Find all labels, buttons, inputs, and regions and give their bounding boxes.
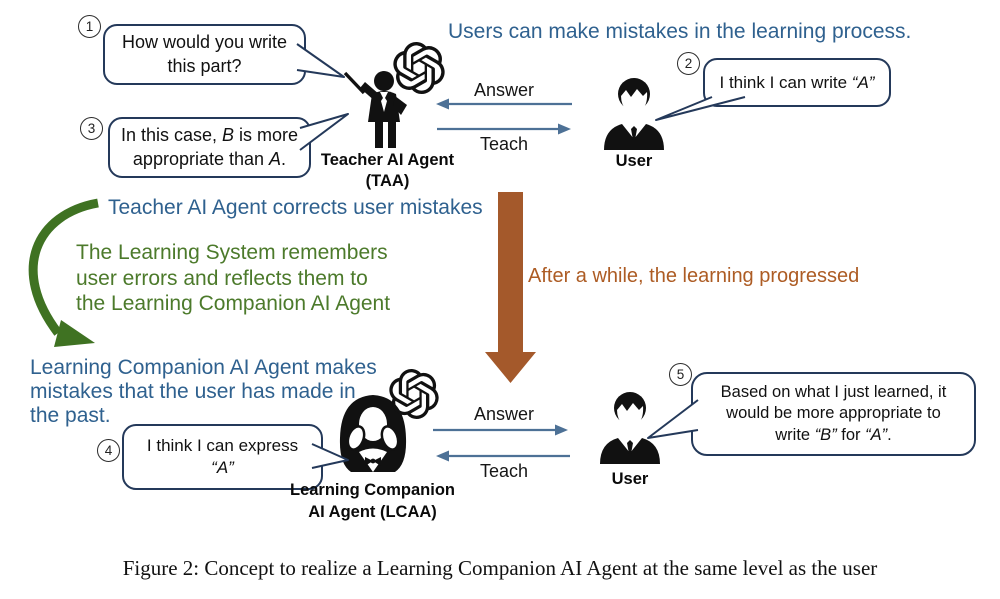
bubble-text: write — [775, 425, 815, 444]
step-badge-1: 1 — [78, 15, 101, 38]
note-line: user errors and reflects them to — [76, 266, 368, 290]
teach-arrowhead-top — [558, 123, 571, 135]
user-tie — [631, 126, 637, 140]
teach-label-top: Teach — [479, 134, 529, 154]
openai-logo-icon — [389, 369, 439, 419]
bubble-var-A: A — [269, 148, 282, 169]
teacher-head — [374, 71, 394, 91]
user-name-bottom: User — [611, 470, 649, 488]
bubble-text: In this case, — [120, 125, 223, 146]
bubble-line: How would you write — [121, 32, 288, 53]
bubble-text: is more — [234, 125, 299, 146]
user-icon-top — [604, 78, 664, 150]
bubble-line: Based on what I just learned, it — [720, 383, 947, 402]
note-learning-progressed: After a while, the learning progressed — [528, 265, 860, 287]
bubble-quoted-A: “A” — [851, 72, 875, 92]
bubble-line: this part? — [167, 55, 242, 76]
teacher-collar — [380, 92, 388, 100]
user-shoulders — [604, 124, 664, 150]
companion-face — [359, 407, 387, 441]
bubble-text: I think I can write — [719, 72, 852, 92]
note-taa-corrects: Teacher AI Agent corrects user mistakes — [108, 196, 483, 219]
teacher-leg — [375, 122, 383, 148]
bubble-var-B: B — [222, 125, 235, 146]
step-badge-3: 3 — [80, 117, 103, 140]
user-shoulders — [600, 438, 660, 464]
note-line: Learning Companion AI Agent makes — [30, 356, 377, 379]
teacher-agent-icon — [343, 71, 407, 148]
figure-caption: Figure 2: Concept to realize a Learning … — [122, 556, 878, 580]
note-line: mistakes that the user has made in — [30, 380, 356, 403]
user-tie — [627, 440, 633, 454]
step-badge-2: 2 — [677, 52, 700, 75]
bubble-line: I think I can write “A” — [720, 72, 875, 94]
openai-logo-icon — [393, 42, 445, 94]
companion-hand-left — [346, 425, 366, 451]
speech-bubble-user-teaching: Based on what I just learned, it would b… — [691, 372, 976, 456]
user-face — [617, 403, 644, 427]
user-face — [621, 89, 648, 113]
bubble-text: . — [281, 148, 287, 169]
lcaa-name-line2: AI Agent (LCAA) — [308, 503, 437, 521]
bubble-quoted-A: “A” — [211, 458, 234, 477]
user-icon-bottom — [600, 392, 660, 464]
bubble-line: In this case, B is more — [121, 124, 298, 147]
bubble-line: write “B” for “A”. — [775, 425, 891, 446]
companion-bow-right — [373, 457, 381, 466]
bubble-quoted-B: “B” — [814, 425, 837, 444]
answer-arrowhead-bottom — [555, 424, 568, 436]
bubble-text: appropriate than — [132, 148, 270, 169]
teacher-agent-abbr: (TAA) — [365, 172, 410, 190]
step-badge-5: 5 — [669, 363, 692, 386]
lcaa-name-line1: Learning Companion — [290, 481, 455, 499]
user-name-top: User — [615, 152, 653, 170]
companion-hand-right — [380, 425, 400, 451]
speech-bubble-lcaa-mistake: I think I can express “A” — [122, 424, 323, 490]
bubble-text: for — [836, 425, 866, 444]
speech-bubble-user-answer: I think I can write “A” — [703, 58, 891, 107]
note-learning-system: The Learning System remembers user error… — [76, 240, 390, 317]
bubble-line: would be more appropriate to — [726, 404, 941, 423]
note-line: the Learning Companion AI Agent — [76, 292, 391, 315]
speech-bubble-taa-correction: In this case, B is more appropriate than… — [108, 117, 311, 178]
teach-arrowhead-bottom — [436, 450, 449, 462]
bubble-line: I think I can express — [146, 436, 299, 456]
companion-bow-left — [365, 457, 373, 466]
teach-label-bottom: Teach — [479, 461, 529, 481]
bubble-text: . — [887, 425, 892, 444]
companion-agent-icon — [339, 395, 407, 472]
memory-arrowhead — [54, 320, 95, 347]
answer-label-bottom: Answer — [473, 404, 535, 424]
step-badge-4: 4 — [97, 439, 120, 462]
pointer-stick-icon — [343, 71, 366, 95]
speech-bubble-taa-question: How would you write this part? — [103, 24, 306, 85]
note-lcaa-makes-mistakes: Learning Companion AI Agent makes mistak… — [30, 356, 377, 428]
bubble-line: appropriate than A. — [133, 148, 286, 171]
top-heading: Users can make mistakes in the learning … — [448, 20, 912, 43]
answer-label-top: Answer — [473, 80, 535, 100]
teacher-agent-name: Teacher AI Agent — [320, 151, 455, 169]
note-line: the past. — [30, 404, 111, 427]
companion-bow-knot — [370, 458, 376, 464]
teacher-akimbo-arm — [393, 96, 407, 115]
bubble-quoted-A: “A” — [865, 425, 888, 444]
teacher-leg — [388, 122, 396, 148]
note-line: The Learning System remembers — [76, 241, 388, 264]
teacher-tie — [381, 98, 387, 112]
